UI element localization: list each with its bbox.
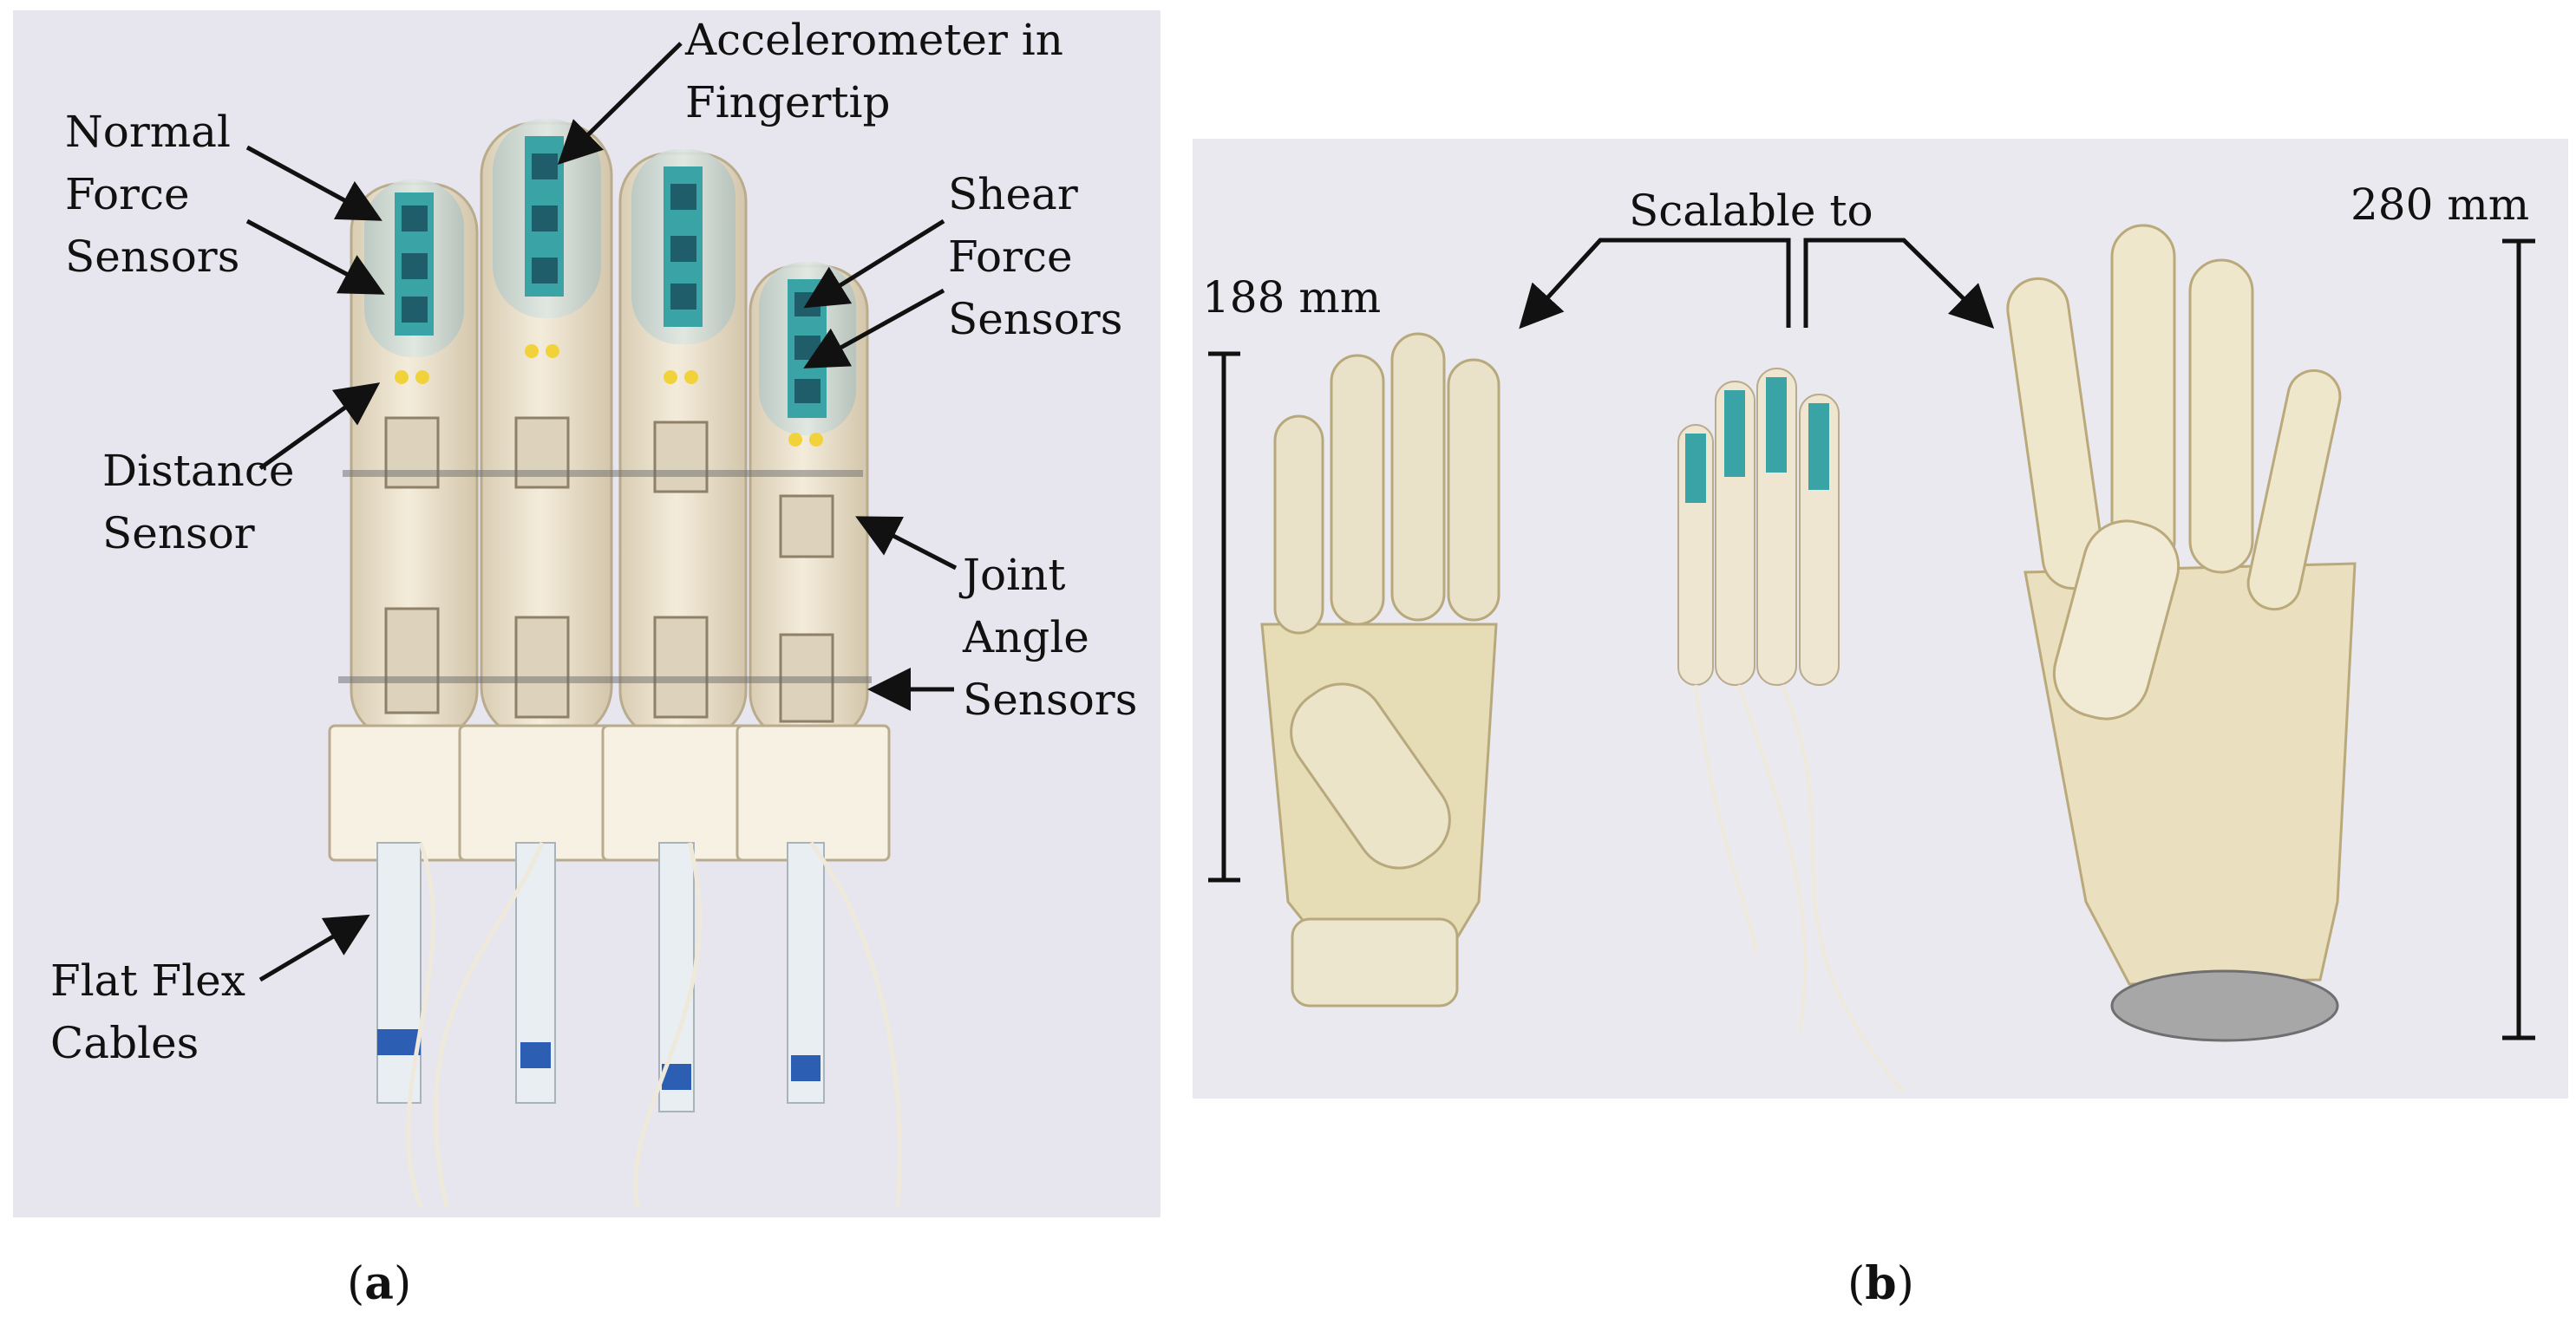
label-distance-line-1: Distance <box>102 446 295 496</box>
label-188mm: 188 mm <box>1202 272 1382 323</box>
label-joint-angle-line-3: Sensors <box>963 675 1138 725</box>
photo-scalable-hands <box>1193 139 2568 1099</box>
label-shear-force-line-1: Shear <box>948 169 1078 219</box>
label-flat-flex-line-1: Flat Flex <box>50 955 245 1006</box>
caption-b-letter: b <box>1865 1257 1897 1310</box>
caption-a-letter: a <box>364 1257 394 1310</box>
caption-a-open: ( <box>347 1258 365 1310</box>
wire-4 <box>808 841 902 1208</box>
label-normal-force-line-1: Normal <box>65 107 231 157</box>
label-distance-sensor: Distance Sensor <box>102 440 294 564</box>
wire-3 <box>633 842 702 1208</box>
joint-pin-upper <box>343 470 863 477</box>
finger-1 <box>328 179 496 1104</box>
label-normal-force-line-2: Force <box>65 169 190 219</box>
label-joint-angle-line-2: Angle <box>963 612 1089 662</box>
caption-b-close: ) <box>1896 1258 1914 1310</box>
label-flat-flex: Flat Flex Cables <box>50 949 245 1074</box>
caption-a-close: ) <box>394 1258 412 1310</box>
label-scalable: Scalable to <box>1629 186 1873 236</box>
caption-b: (b) <box>1847 1257 1914 1310</box>
hands-illustration <box>1260 224 2357 1094</box>
label-flat-flex-line-2: Cables <box>50 1018 199 1068</box>
finger-2 <box>458 119 626 1104</box>
label-normal-force: Normal Force Sensors <box>65 101 239 288</box>
label-shear-force: Shear Force Sensors <box>948 163 1122 350</box>
label-accelerometer: Accelerometer in Fingertip <box>685 9 1063 134</box>
label-accelerometer-line-2: Fingertip <box>685 77 891 127</box>
finger-3 <box>601 149 769 1112</box>
caption-a: (a) <box>347 1257 411 1310</box>
label-280mm: 280 mm <box>2350 179 2530 230</box>
label-joint-angle-line-1: Joint <box>963 550 1066 600</box>
label-shear-force-line-2: Force <box>948 232 1073 282</box>
wire-1 <box>406 842 435 1208</box>
label-accelerometer-line-1: Accelerometer in <box>685 15 1063 65</box>
wire-2 <box>433 842 545 1208</box>
mini-fingers <box>1677 368 1906 1094</box>
label-shear-force-line-3: Sensors <box>948 294 1123 344</box>
label-distance-line-2: Sensor <box>102 508 255 558</box>
label-normal-force-line-3: Sensors <box>65 232 240 282</box>
joint-pin-lower <box>338 676 872 683</box>
small-hand <box>1260 332 1500 1008</box>
large-hand <box>2006 224 2357 1042</box>
label-joint-angle: Joint Angle Sensors <box>963 544 1137 731</box>
caption-b-open: ( <box>1847 1258 1866 1310</box>
